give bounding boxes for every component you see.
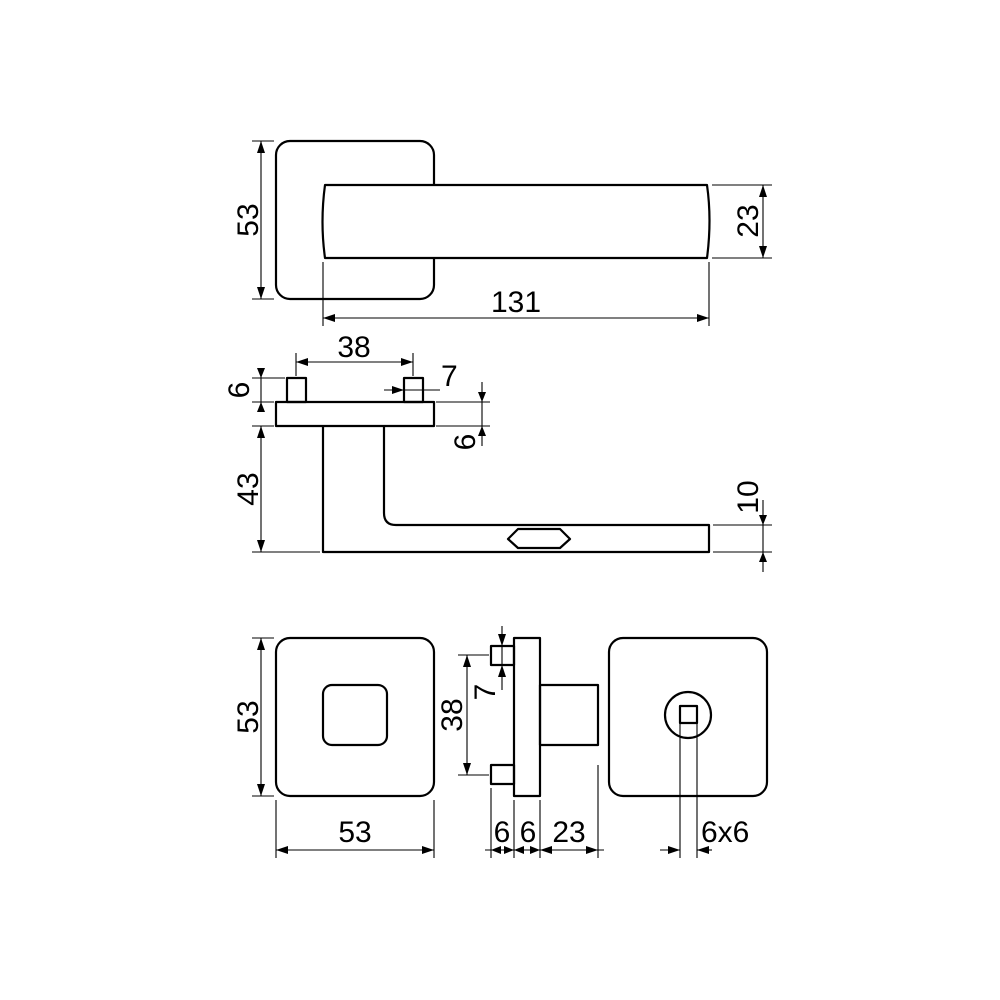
dim-label-rose-square-width: 53	[338, 816, 371, 849]
dim-label-lever-drop: 43	[232, 472, 265, 505]
rose-front-view: 53 53	[232, 636, 436, 858]
rose-back-view: 6x6	[607, 636, 769, 858]
dimension-spindle-size: 6x6	[660, 723, 749, 858]
dim-label-spindle-size: 6x6	[701, 816, 749, 849]
lever-button	[506, 527, 572, 550]
dim-label-lever-width: 23	[732, 204, 765, 237]
spindle-boss	[538, 683, 600, 747]
dimension-side-pin-spacing: 38	[436, 654, 489, 776]
spindle-square-hole	[678, 704, 699, 725]
dim-label-pin-height-bottom: 6	[494, 816, 511, 849]
dimension-rose-thickness: 6	[436, 382, 490, 450]
dim-label-rose-height: 53	[232, 203, 265, 236]
side-view: 38 7 6 6	[223, 331, 772, 572]
dim-label-pin-spacing: 38	[337, 331, 370, 364]
dimension-lever-drop: 43	[232, 425, 320, 553]
side-plate	[512, 636, 542, 798]
dimension-side-thickness-chain: 6 6 23	[485, 765, 604, 858]
dimension-lever-width: 23	[712, 184, 772, 259]
dimension-rose-square-height: 53	[232, 637, 274, 797]
dim-label-rose-thickness: 6	[449, 434, 482, 451]
rose-square	[274, 636, 436, 798]
lever-outline	[321, 183, 711, 260]
dim-label-side-pin-diameter: 7	[469, 684, 502, 701]
dimension-lever-thickness: 10	[713, 480, 772, 572]
back-rose-square	[607, 636, 769, 798]
dimension-rose-square-width: 53	[275, 800, 435, 858]
dimension-rose-height: 53	[232, 140, 274, 300]
rose-side-view: 38 7 6 6 23	[436, 626, 604, 858]
dim-label-lever-thickness: 10	[732, 480, 765, 513]
dimension-pin-height: 6	[223, 368, 285, 412]
pin-left	[285, 376, 308, 404]
pin-bottom	[489, 763, 516, 786]
dim-label-boss-length: 23	[552, 816, 585, 849]
dimension-side-pin-diameter: 7	[469, 626, 506, 700]
lever-side-outline	[321, 426, 711, 554]
dimension-lever-length: 131	[322, 262, 710, 326]
dim-label-pin-diameter: 7	[441, 360, 458, 393]
dim-label-plate-thickness: 6	[520, 816, 537, 849]
dim-label-rose-square-height: 53	[232, 700, 265, 733]
rose-center-recess	[321, 683, 389, 747]
dim-label-side-pin-spacing: 38	[436, 698, 469, 731]
spindle-hole-circle	[663, 690, 713, 740]
rose-plate	[274, 400, 436, 428]
dimension-pin-diameter: 7	[384, 360, 458, 394]
dim-label-pin-height: 6	[223, 382, 256, 399]
front-view: 53 23 131	[232, 139, 772, 326]
dim-label-lever-length: 131	[491, 286, 541, 319]
dimension-pin-spacing: 38	[295, 331, 414, 376]
